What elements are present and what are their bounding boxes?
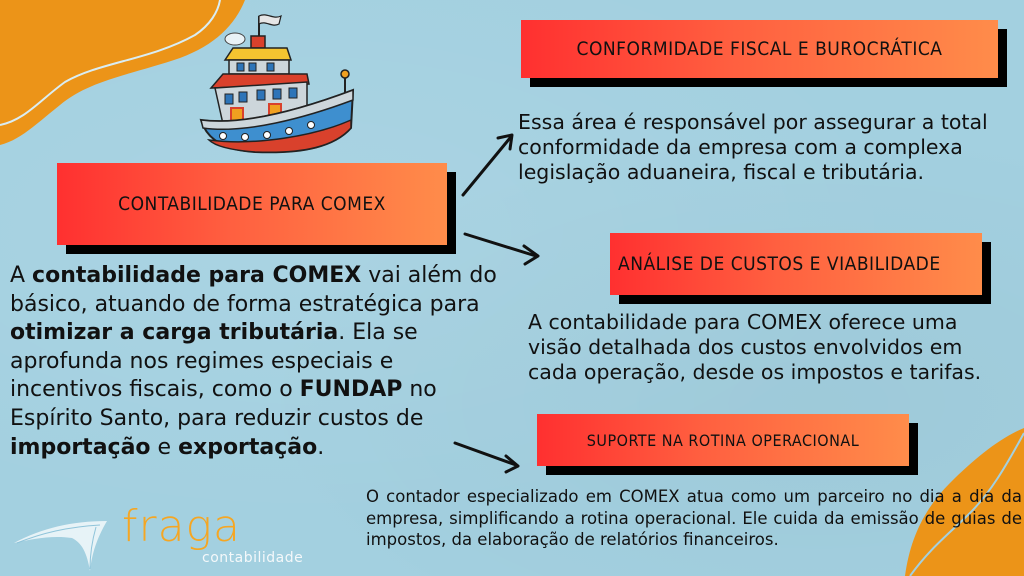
boomerang-logo-icon	[14, 521, 107, 571]
section-body-analise: A contabilidade para COMEX oferece uma v…	[528, 310, 982, 384]
highlight-text: FUNDAP	[299, 377, 403, 403]
section-body-suporte: O contador especializado em COMEX atua c…	[366, 487, 1022, 549]
highlight-text: contabilidade para COMEX	[32, 263, 362, 288]
orange-blob-top-left	[0, 0, 245, 145]
section-title: Suporte na rotina operacional	[586, 430, 860, 450]
section-banner-analise: Análise de custos e viabilidade	[610, 233, 982, 295]
section-banner-suporte: Suporte na rotina operacional	[537, 414, 909, 466]
section-title: Análise de custos e viabilidade	[618, 253, 941, 275]
highlight-text: importação	[10, 434, 151, 460]
fraga-logo: fraga contabilidade	[12, 501, 322, 571]
section-title: Conformidade fiscal e burocrática	[576, 38, 943, 60]
highlight-text: otimizar a carga tributária	[10, 320, 339, 346]
logo-subtitle: contabilidade	[202, 550, 304, 566]
logo-wordmark: fraga	[122, 501, 241, 552]
arrow-to-conformidade	[461, 133, 514, 197]
section-banner-conformidade: Conformidade fiscal e burocrática	[521, 20, 998, 78]
arrow-to-analise	[463, 232, 540, 266]
arrow-to-suporte	[453, 441, 520, 474]
intro-paragraph: A contabilidade para COMEX vai além do b…	[10, 263, 497, 460]
main-title: Contabilidade para COMEX	[118, 193, 386, 215]
orange-blob-bottom-right	[905, 428, 1024, 576]
highlight-text: exportação	[178, 434, 318, 460]
boat-illustration	[199, 14, 355, 154]
section-body-conformidade: Essa área é responsável por assegurar a …	[518, 110, 988, 184]
main-title-banner: Contabilidade para COMEX	[57, 163, 447, 245]
